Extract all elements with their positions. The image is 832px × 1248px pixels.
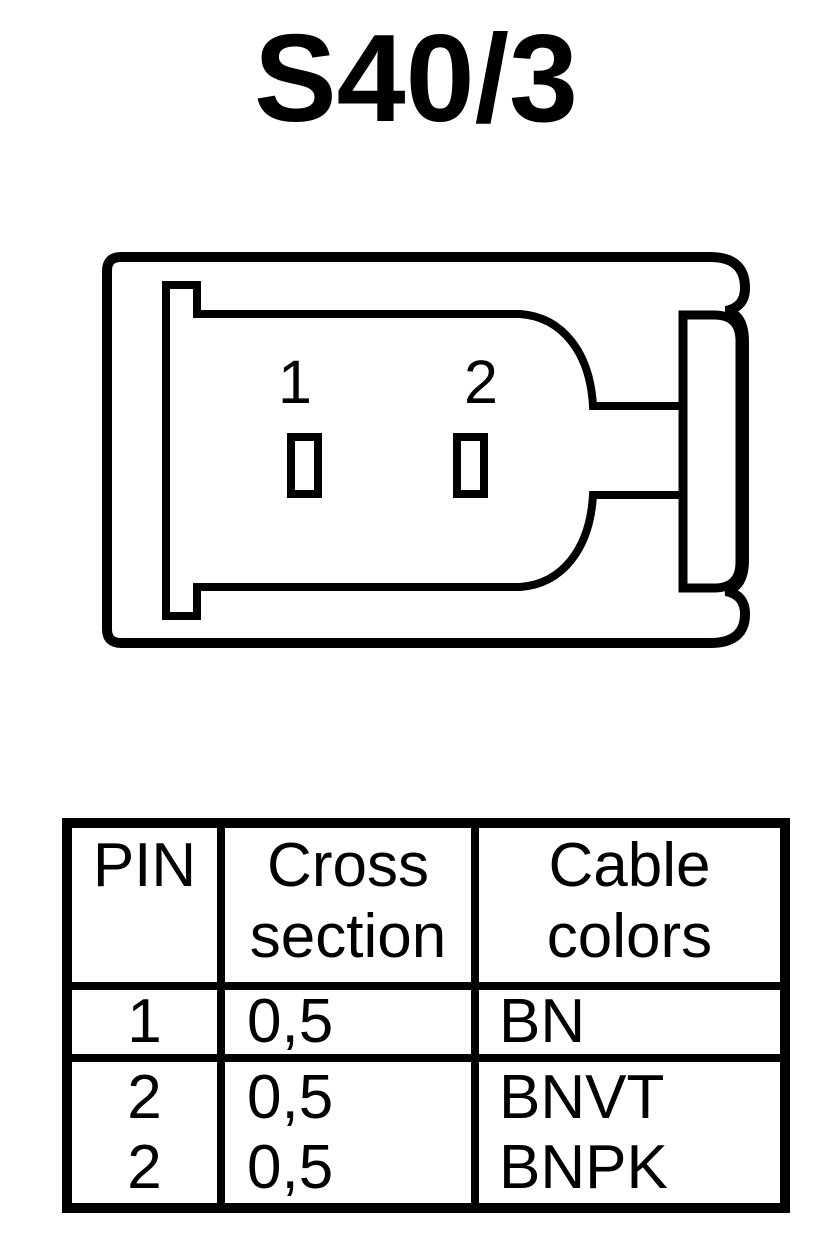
pin-2-label: 2 (464, 348, 498, 416)
pin-1-label: 1 (278, 348, 312, 416)
header-cable-line1: Cable (548, 831, 711, 900)
header-cross-line2: section (249, 902, 447, 971)
pin-cell: 1 (63, 982, 225, 1062)
header-cross-section: Cross section (217, 819, 479, 990)
pinout-table: PIN Cross section Cable colors 1 0,5 BN … (62, 818, 790, 1213)
pin-cell-line2: 2 (127, 1133, 162, 1202)
pin-cell-line1: 2 (127, 1063, 162, 1132)
cross-section-cell: 0,5 (217, 982, 479, 1062)
connector-latch-tab (678, 310, 745, 593)
cable-color-line1: BNVT (499, 1063, 665, 1132)
header-pin-line1: PIN (92, 831, 197, 900)
header-cross-line1: Cross (267, 831, 429, 900)
pin-2-slot (453, 433, 488, 498)
cross-section-line1: 0,5 (247, 1063, 334, 1132)
pin-1-slot (287, 433, 322, 498)
cable-color-cell: BN (471, 982, 789, 1062)
cable-color-line2: BNPK (499, 1133, 668, 1202)
header-pin: PIN (63, 819, 225, 990)
table-header-row: PIN Cross section Cable colors (63, 819, 789, 990)
cross-section-cell: 0,5 0,5 (217, 1054, 479, 1212)
cross-section-line2: 0,5 (247, 1133, 334, 1202)
cable-color-cell: BNVT BNPK (471, 1054, 789, 1212)
page-title: S40/3 (253, 10, 579, 148)
table-row-pin1: 1 0,5 BN (63, 982, 789, 1062)
table-row-pin2-group: 2 2 0,5 0,5 BNVT BNPK (63, 1054, 789, 1212)
header-cable-line2: colors (546, 902, 713, 971)
pin-cell: 2 2 (63, 1054, 225, 1212)
connector-diagram: 1 2 (102, 252, 751, 648)
header-cable-colors: Cable colors (471, 819, 789, 990)
